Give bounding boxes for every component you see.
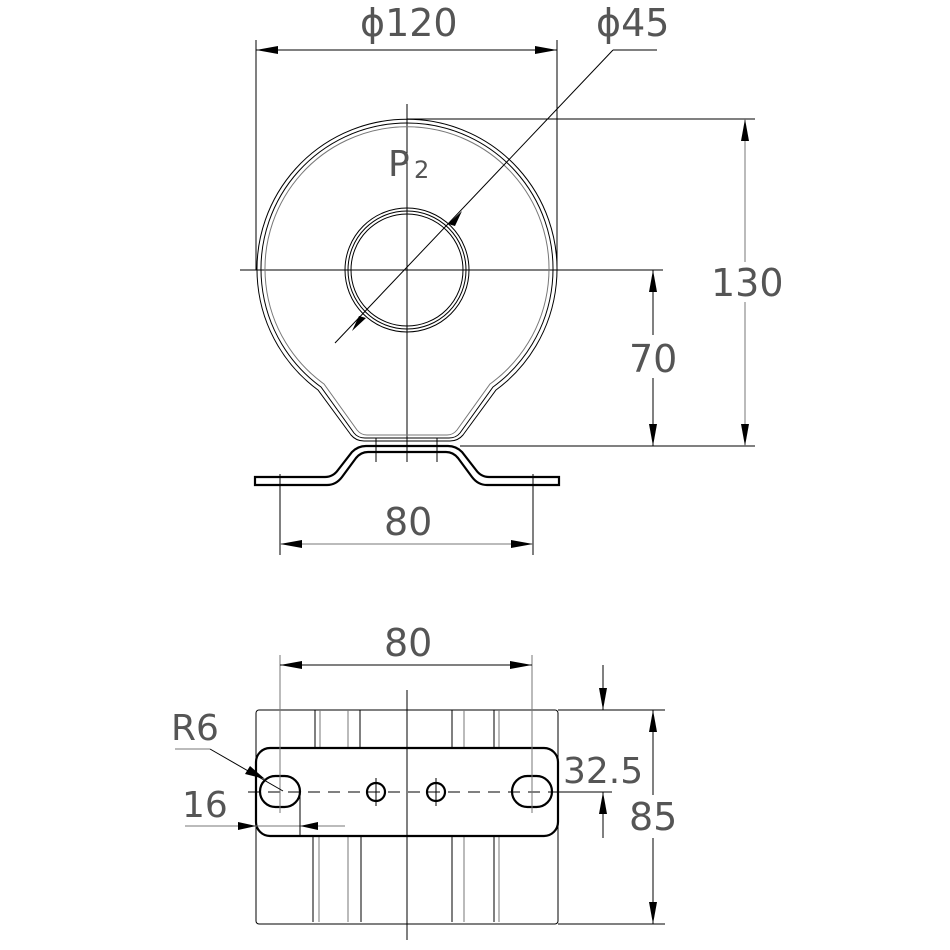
dimension-outer-diameter: ϕ120 xyxy=(255,1,558,270)
overall-height-label: 130 xyxy=(711,261,784,305)
slot-width-label: 16 xyxy=(182,785,228,826)
dimension-inner-diameter: ϕ45 xyxy=(334,1,669,344)
front-view: P 2 ϕ120 ϕ45 xyxy=(240,1,784,555)
outer-body-outline xyxy=(256,118,558,442)
bottom-view: 80 R6 16 32.5 xyxy=(171,621,677,940)
slot-radius-label: R6 xyxy=(171,708,219,749)
inner-diameter-label: ϕ45 xyxy=(596,1,669,45)
dimension-center-height: 70 xyxy=(575,269,677,446)
dimension-slot-radius: R6 xyxy=(171,708,284,792)
mounting-span-front-label: 80 xyxy=(384,500,432,544)
dimension-overall-depth: 85 xyxy=(558,710,677,925)
mounting-span-bottom-label: 80 xyxy=(384,621,432,665)
dimension-overall-height: 130 xyxy=(407,118,784,447)
outer-diameter-label: ϕ120 xyxy=(360,1,458,45)
terminal-marker-subscript: 2 xyxy=(414,156,429,184)
dimension-slot-offset: 32.5 xyxy=(558,665,665,838)
small-hole-right xyxy=(425,778,447,806)
slot-offset-label: 32.5 xyxy=(563,751,643,792)
center-height-label: 70 xyxy=(629,337,677,381)
dimension-mounting-span-front: 80 xyxy=(279,474,534,555)
dimension-mounting-span-bottom: 80 xyxy=(279,621,533,813)
small-hole-left xyxy=(365,778,387,806)
terminal-marker: P xyxy=(388,144,410,185)
mounting-bracket-profile xyxy=(253,438,561,487)
inner-bore xyxy=(344,207,470,333)
overall-depth-label: 85 xyxy=(629,795,677,839)
dimension-slot-width: 16 xyxy=(182,785,345,836)
